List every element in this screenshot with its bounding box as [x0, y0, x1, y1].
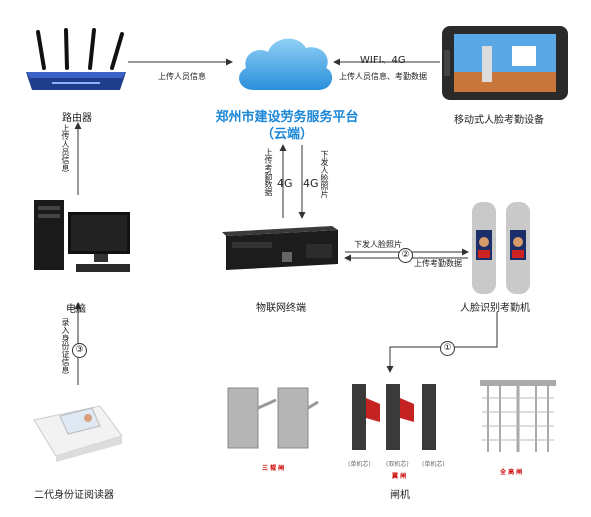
gate-tag-full: 全 高 闸 — [500, 469, 523, 476]
gate-tag-small-a: (单机芯) — [348, 461, 371, 468]
computer-node — [28, 196, 136, 276]
edge-label-mobile-data: 上传人员信息、考勤数据 — [339, 72, 427, 81]
router-label: 路由器 — [62, 113, 92, 124]
router-node — [22, 28, 132, 98]
gate-tag-small-b: (双机芯) — [386, 461, 409, 468]
gates-node — [218, 378, 568, 470]
id-reader-icon — [33, 405, 123, 462]
edge-label-mobile-net: WIFI、4G — [360, 55, 406, 66]
mobile-device-node — [442, 26, 568, 100]
edge-label-computer-router: 上传人员信息 — [61, 124, 70, 172]
iot-terminal-label: 物联网终端 — [256, 303, 306, 314]
edge-label-face-iot: 上传考勤数据 — [414, 259, 462, 268]
edge-label-cloud-down: 下发人脸照片 — [320, 150, 329, 198]
iot-terminal-node — [222, 222, 342, 274]
tablet-icon — [442, 26, 568, 100]
iot-terminal-icon — [222, 226, 338, 270]
edge-label-iot-face: 下发人脸照片 — [354, 240, 402, 249]
cloud-icon — [239, 38, 333, 90]
gate-tag-small-c: (单机芯) — [422, 461, 445, 468]
computer-label: 电脑 — [66, 304, 86, 315]
step-number-3: ③ — [72, 343, 87, 358]
platform-subtitle: （云端） — [260, 127, 313, 142]
gate-tag-wing: 翼 闸 — [392, 473, 407, 480]
face-terminal-label: 人脸识别考勤机 — [460, 303, 530, 314]
edge-label-router-cloud: 上传人员信息 — [158, 72, 206, 81]
face-terminal-node — [470, 200, 532, 296]
cloud-node — [232, 30, 336, 96]
platform-title: 郑州市建设劳务服务平台 — [215, 110, 359, 125]
mobile-device-label: 移动式人脸考勤设备 — [454, 115, 544, 126]
gate-tag-tripod: 三 辊 闸 — [262, 465, 285, 472]
computer-icon — [34, 200, 130, 272]
id-reader-label: 二代身份证阅读器 — [34, 490, 114, 501]
edge-label-cloud-down-4g: 4G — [303, 177, 319, 190]
gates-icon — [227, 380, 556, 452]
edge-label-iot-up-4g: 4G — [277, 177, 293, 190]
edge-label-reader-computer: 录入身份证信息 — [61, 318, 70, 374]
step-number-2: ② — [398, 248, 413, 263]
gates-label: 闸机 — [390, 490, 410, 501]
router-icon — [26, 28, 126, 90]
face-terminal-icon — [472, 202, 530, 294]
id-reader-node — [30, 396, 126, 462]
edge-label-iot-up: 上传考勤数据 — [264, 148, 273, 196]
step-number-1: ① — [440, 341, 455, 356]
